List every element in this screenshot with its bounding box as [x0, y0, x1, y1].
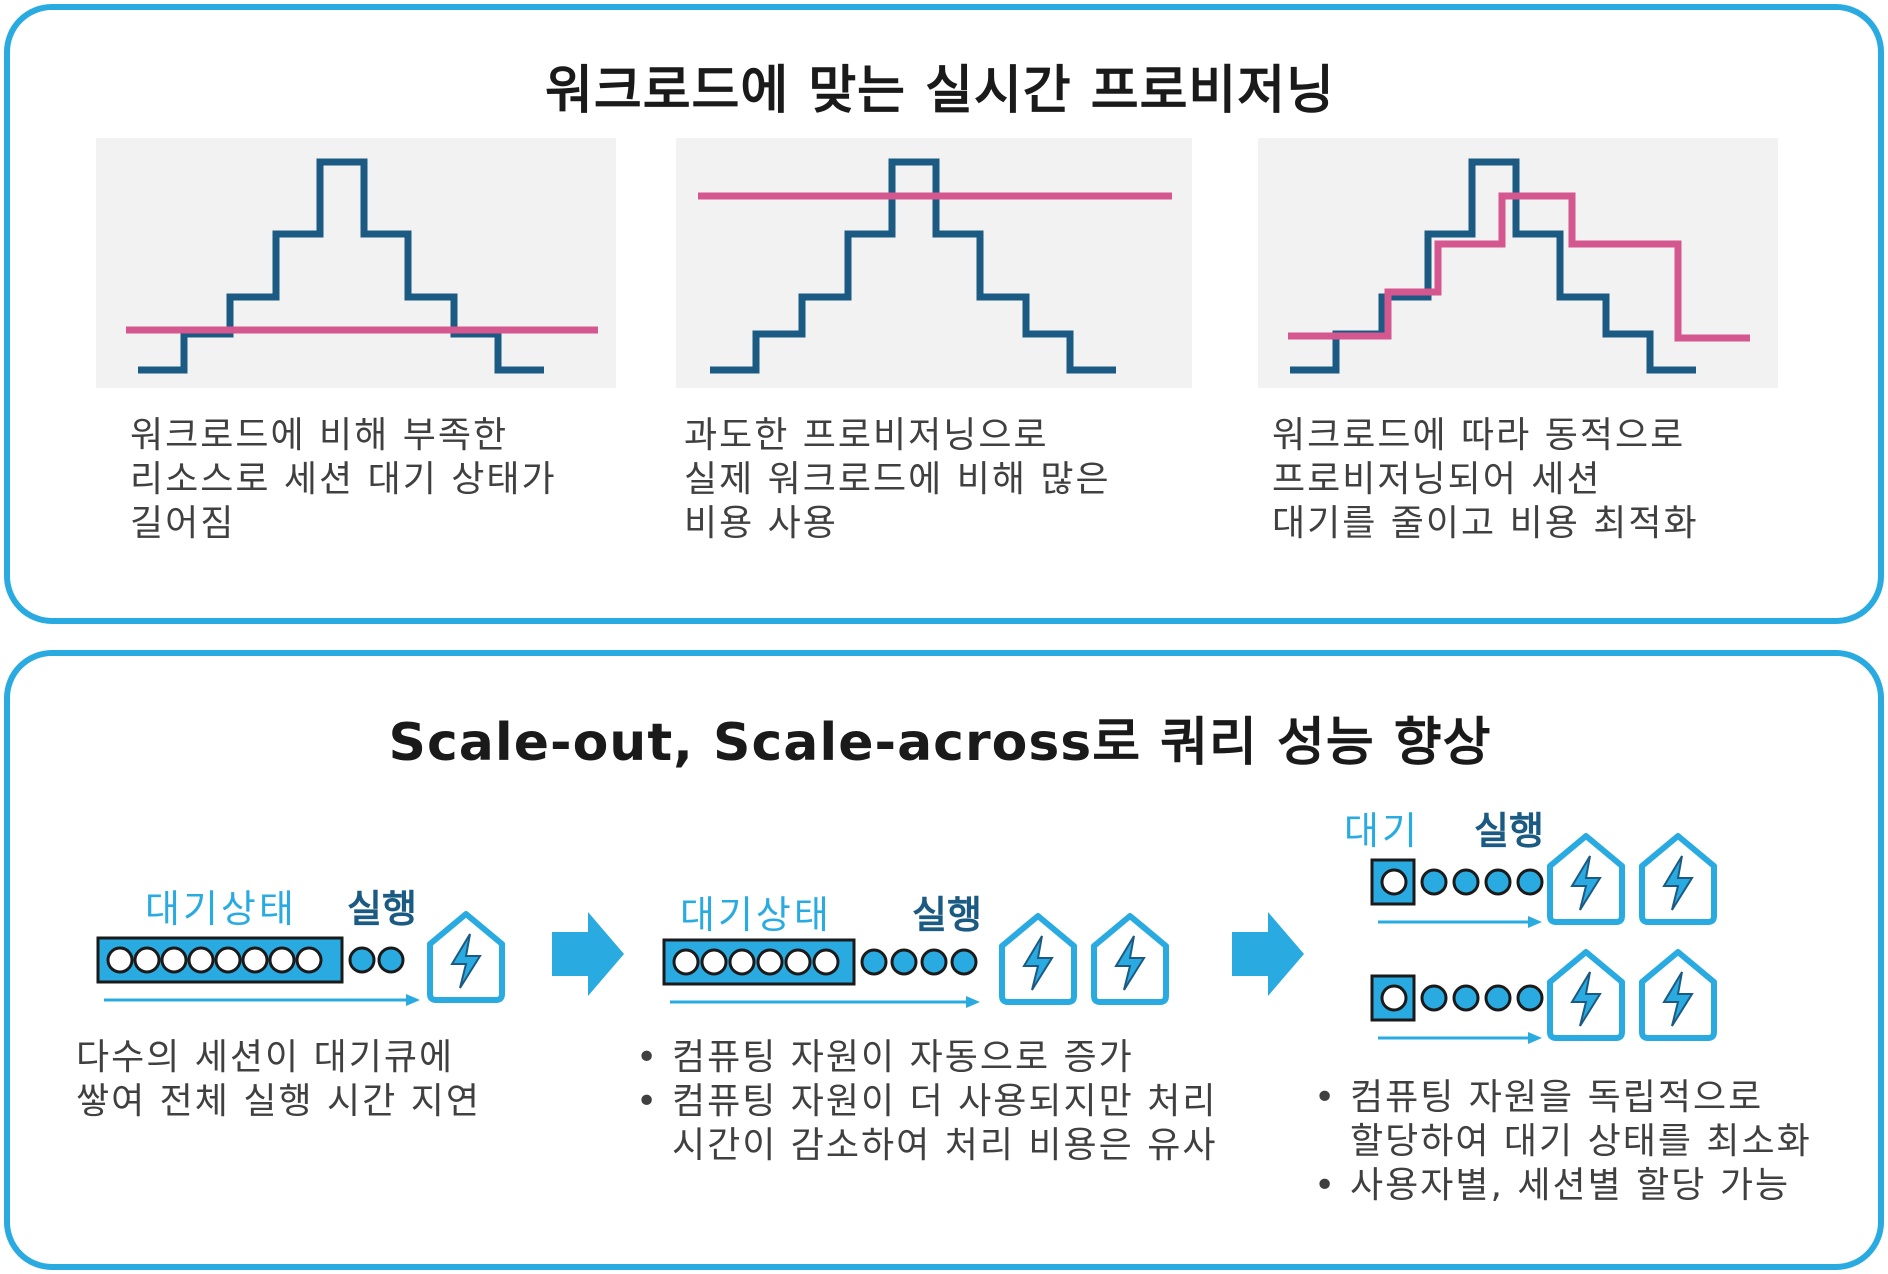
- top-panel-title: 워크로드에 맞는 실시간 프로비저닝: [545, 61, 1335, 121]
- pending-session: [1516, 868, 1544, 896]
- under-provisioning-caption: 워크로드에 비해 부족한 리소스로 세션 대기 상태가 길어짐: [130, 415, 557, 544]
- middle-run-label: 실행: [912, 893, 982, 937]
- compute-server-icon: [1547, 833, 1625, 925]
- right-bullet-list: 컴퓨팅 자원을 독립적으로 할당하여 대기 상태를 최소화 사용자별, 세션별 …: [1314, 1076, 1812, 1208]
- right-bullet-1: 컴퓨팅 자원을 독립적으로 할당하여 대기 상태를 최소화: [1314, 1076, 1812, 1164]
- over-provisioning-caption: 과도한 프로비저닝으로 실제 워크로드에 비해 많은 비용 사용: [684, 415, 1111, 544]
- queued-session: [756, 948, 784, 976]
- queued-session: [106, 946, 134, 974]
- workload-line: [138, 158, 544, 374]
- queued-session: [1380, 868, 1408, 896]
- queued-session: [241, 946, 269, 974]
- pending-session: [348, 946, 376, 974]
- left-caption: 다수의 세션이 대기큐에 쌓여 전체 실행 시간 지연: [76, 1037, 481, 1122]
- middle-bullet-1: 컴퓨팅 자원이 자동으로 증가: [636, 1036, 1217, 1080]
- queued-session: [812, 948, 840, 976]
- queued-session: [728, 948, 756, 976]
- pending-session: [1420, 984, 1448, 1012]
- pending-session: [890, 948, 918, 976]
- compute-server-icon: [427, 911, 505, 1003]
- compute-server-icon: [1091, 913, 1169, 1005]
- right-arrow-icon: [1232, 912, 1304, 996]
- over-provisioning-graph: [698, 158, 1172, 374]
- pending-session: [920, 948, 948, 976]
- flow-arrowhead: [966, 996, 980, 1008]
- over-provisioning-chart: [676, 138, 1192, 388]
- compute-server-icon: [999, 913, 1077, 1005]
- middle-wait-label: 대기상태: [680, 893, 832, 937]
- pending-session: [377, 946, 405, 974]
- queued-session: [1380, 984, 1408, 1012]
- pending-session: [1516, 984, 1544, 1012]
- queued-session: [214, 946, 242, 974]
- compute-server-icon: [1639, 833, 1717, 925]
- right-run-label: 실행: [1474, 809, 1544, 853]
- flow-arrowhead: [406, 994, 420, 1006]
- queued-session: [672, 948, 700, 976]
- left-run-label: 실행: [347, 887, 417, 931]
- pending-session: [1420, 868, 1448, 896]
- middle-bullet-list: 컴퓨팅 자원이 자동으로 증가 컴퓨팅 자원이 더 사용되지만 처리 시간이 감…: [636, 1036, 1217, 1168]
- pending-session: [1484, 984, 1512, 1012]
- queued-session: [784, 948, 812, 976]
- dynamic-provisioning-caption: 워크로드에 따라 동적으로 프로비저닝되어 세션 대기를 줄이고 비용 최적화: [1272, 415, 1699, 544]
- right-wait-label: 대기: [1344, 809, 1420, 853]
- queued-session: [187, 946, 215, 974]
- flow-arrowhead: [1528, 916, 1542, 928]
- dynamic-provisioning-chart: [1258, 138, 1778, 388]
- pending-session: [1452, 984, 1480, 1012]
- provision-line: [1288, 192, 1750, 342]
- queued-session: [700, 948, 728, 976]
- left-wait-label: 대기상태: [145, 887, 297, 931]
- right-bullet-2: 사용자별, 세션별 할당 가능: [1314, 1164, 1812, 1208]
- flow-arrowhead: [1528, 1032, 1542, 1044]
- dynamic-provisioning-graph: [1288, 158, 1750, 374]
- middle-bullet-2: 컴퓨팅 자원이 더 사용되지만 처리 시간이 감소하여 처리 비용은 유사: [636, 1080, 1217, 1168]
- bottom-panel-title: Scale-out, Scale-across로 쿼리 성능 향상: [388, 713, 1492, 773]
- compute-server-icon: [1639, 949, 1717, 1041]
- queued-session: [133, 946, 161, 974]
- queued-session: [295, 946, 323, 974]
- pending-session: [1452, 868, 1480, 896]
- under-provisioning-graph: [126, 158, 598, 374]
- under-provisioning-chart: [96, 138, 616, 388]
- queued-session: [160, 946, 188, 974]
- pending-session: [860, 948, 888, 976]
- right-arrow-icon: [552, 912, 624, 996]
- compute-server-icon: [1547, 949, 1625, 1041]
- pending-session: [1484, 868, 1512, 896]
- workload-line: [710, 158, 1116, 374]
- queued-session: [268, 946, 296, 974]
- pending-session: [950, 948, 978, 976]
